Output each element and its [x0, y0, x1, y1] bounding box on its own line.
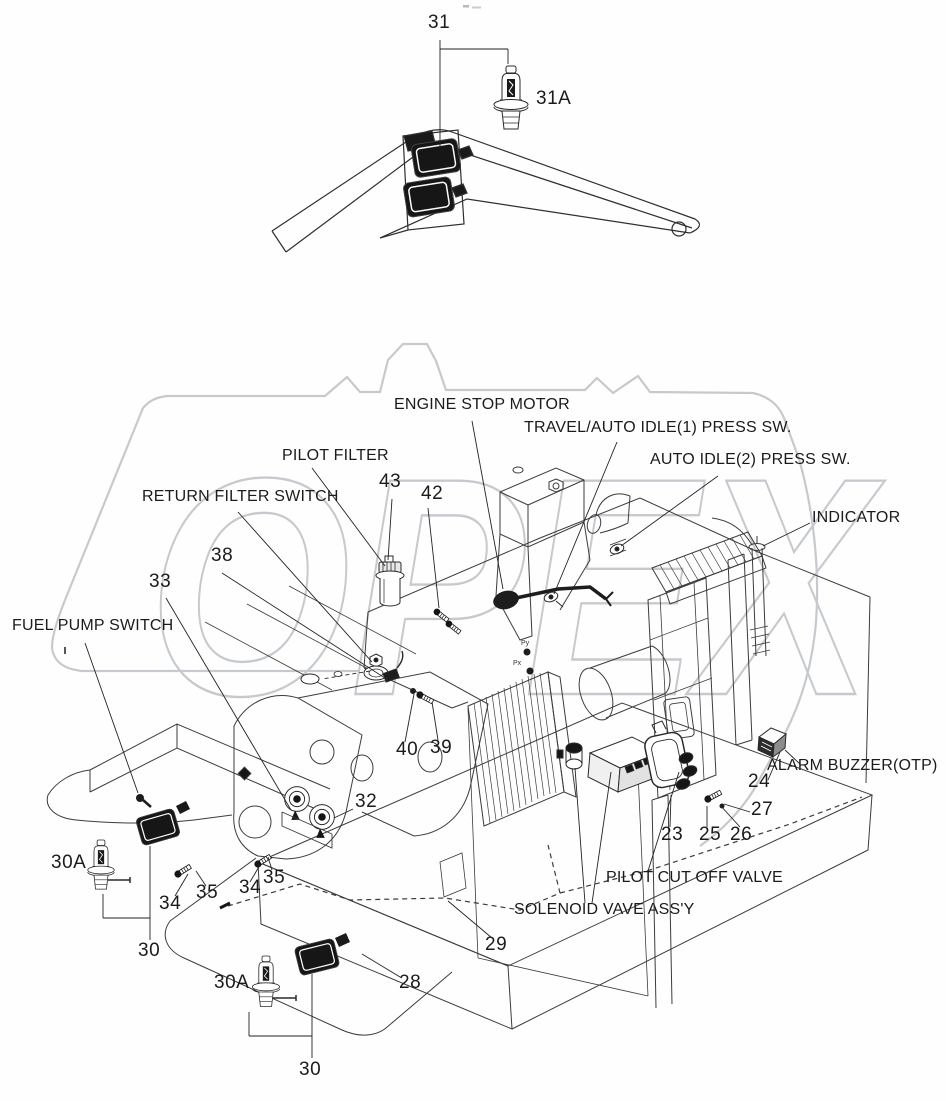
screws-34-35-left-icon: [172, 862, 193, 880]
callout-35-left: 35: [196, 882, 219, 903]
callout-27: 27: [751, 799, 774, 820]
screws-25-26-27-icon: [702, 788, 725, 809]
bulb-30a-left-icon: [87, 839, 131, 890]
label-alarm-buzzer-otp: ALARM BUZZER(OTP): [767, 757, 938, 774]
label-auto-idle-2-press-sw: AUTO IDLE(2) PRESS SW.: [650, 451, 851, 468]
callout-43: 43: [379, 471, 402, 492]
callout-42: 42: [421, 483, 444, 504]
pilot-cut-off-valve-icon: [644, 720, 698, 790]
callout-31: 31: [428, 12, 451, 33]
callout-31a: 31A: [536, 88, 572, 109]
scan-artifact: [463, 5, 481, 9]
engine-port-bolts: Py Px: [513, 640, 534, 675]
label-pilot-cut-off-valve: PILOT CUT OFF VALVE: [606, 869, 783, 886]
callout-34-left: 34: [159, 893, 182, 914]
solenoid-valve-assy-icon: [556, 736, 664, 793]
headlight-left-icon: [134, 801, 190, 847]
callout-28: 28: [399, 972, 422, 993]
callout-40: 40: [396, 739, 419, 760]
fuel-pump-switch-icon: [64, 647, 152, 808]
label-pilot-filter: PILOT FILTER: [282, 447, 389, 464]
headlight-bottom-icon: [293, 933, 350, 977]
label-engine-stop-motor: ENGINE STOP MOTOR: [394, 396, 570, 413]
auto-idle-2-press-switch-icon: [609, 538, 627, 557]
callout-25: 25: [699, 824, 722, 845]
callout-30-left: 30: [138, 940, 161, 961]
callout-30a-left: 30A: [51, 852, 87, 873]
callout-30-bottom: 30: [299, 1059, 322, 1080]
boom-work-lamp-top: [409, 137, 463, 179]
boom-assembly-drawing: [271, 129, 701, 253]
label-fuel-pump-switch: FUEL PUMP SWITCH: [12, 617, 174, 634]
callout-23: 23: [661, 824, 684, 845]
callout-26: 26: [730, 824, 753, 845]
leader-lines: [84, 40, 811, 1058]
callout-24: 24: [748, 771, 771, 792]
alarm-buzzer-icon: [757, 727, 787, 759]
boom-work-lamp-bottom: [402, 175, 456, 219]
callout-30a-bottom: 30A: [214, 972, 250, 993]
callout-39: 39: [430, 737, 453, 758]
travel-auto-idle-1-press-switch-icon: [543, 591, 564, 608]
callout-32: 32: [355, 791, 378, 812]
callout-34-right: 34: [239, 877, 262, 898]
label-solenoid-valve-assy: SOLENOID VAVE ASS'Y: [514, 901, 695, 918]
port-px-label: Px: [513, 660, 522, 667]
bulb-31a-icon: [493, 65, 529, 130]
callout-33: 33: [149, 571, 172, 592]
callout-35-right: 35: [263, 867, 286, 888]
port-py-label: Py: [521, 640, 530, 647]
pilot-filter-icon: [375, 555, 405, 607]
label-return-filter-switch: RETURN FILTER SWITCH: [142, 488, 339, 505]
horn-icons-32: [281, 786, 335, 849]
callout-38: 38: [211, 545, 234, 566]
label-travel-auto-idle-1-press-sw: TRAVEL/AUTO IDLE(1) PRESS SW.: [524, 419, 792, 436]
machine-body-drawing: [46, 466, 874, 1036]
bulb-30a-bottom-icon: [251, 955, 297, 1007]
return-filter-switch-icon: [300, 650, 404, 685]
screws-39-40-icon: [410, 688, 435, 706]
callout-29: 29: [485, 934, 508, 955]
engine-stop-motor-icon: [493, 585, 614, 610]
label-indicator: INDICATOR: [812, 509, 901, 526]
